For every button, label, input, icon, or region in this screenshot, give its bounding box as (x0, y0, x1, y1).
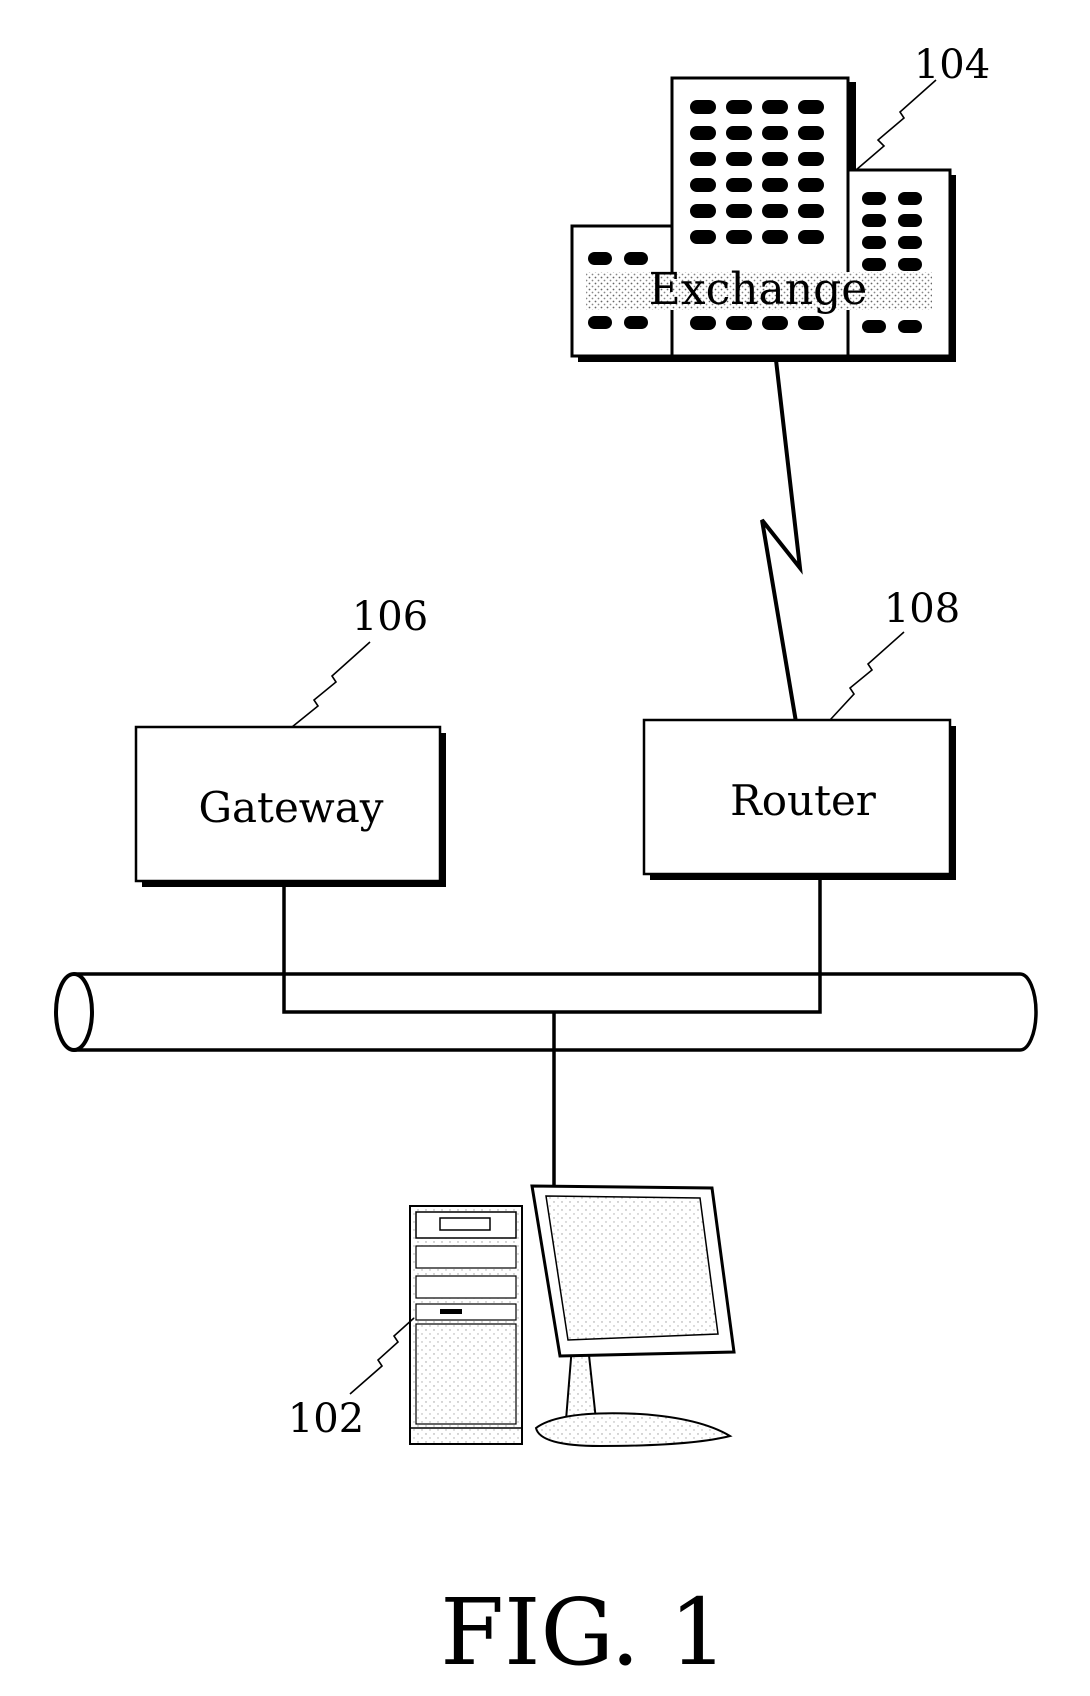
gateway-label: Gateway (198, 783, 383, 832)
exchange-label: Exchange (649, 264, 868, 315)
wireless-link-icon (762, 360, 800, 722)
figure-caption: FIG. 1 (440, 1579, 727, 1686)
ref-102-leader (350, 1318, 414, 1394)
computer-workstation-icon (410, 1186, 734, 1446)
ref-104: 104 (914, 42, 990, 88)
ref-108: 108 (884, 586, 960, 632)
ref-106: 106 (352, 594, 428, 640)
ref-108-leader (830, 632, 904, 720)
ref-102: 102 (288, 1396, 364, 1442)
ref-106-leader (292, 642, 370, 727)
ref-104-leader (856, 80, 936, 170)
router-label: Router (730, 776, 877, 825)
exchange-building-icon (572, 78, 956, 362)
